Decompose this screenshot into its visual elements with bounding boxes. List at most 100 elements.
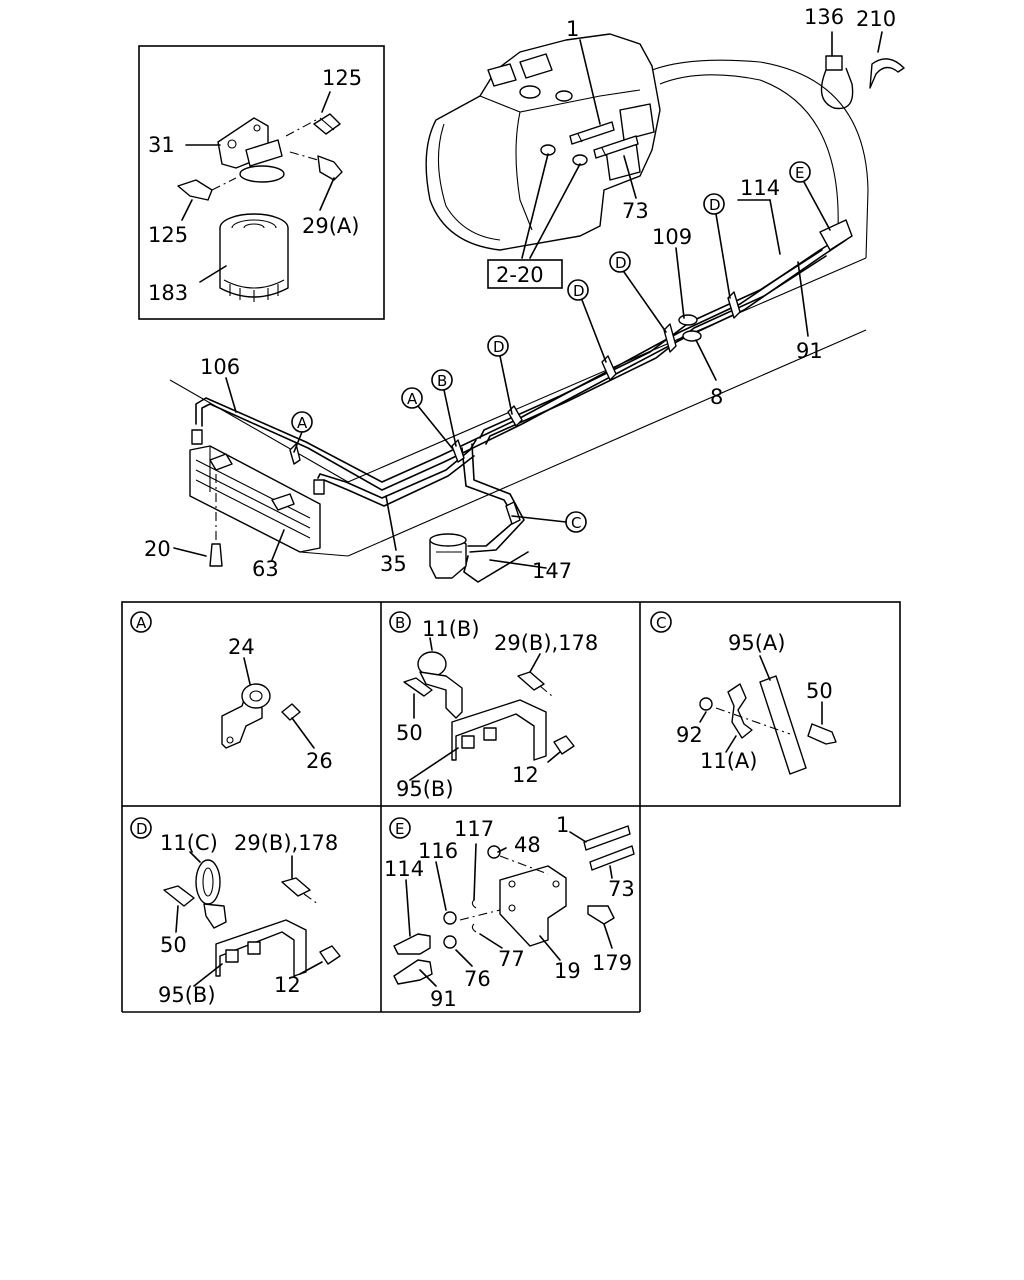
detail-c-95a: 95(A) <box>728 631 785 655</box>
callout-125-top: 125 <box>322 66 362 90</box>
nut-76 <box>443 935 457 949</box>
filter-cartridge-183 <box>219 213 289 302</box>
detail-c-50: 50 <box>806 679 833 703</box>
callout-125-left: 125 <box>148 223 188 247</box>
callout-136: 136 <box>804 5 844 29</box>
detail-a-letter: A <box>136 614 147 632</box>
ref-2-20: 2-20 <box>496 263 544 287</box>
svg-text:E: E <box>795 164 804 182</box>
frame-line-upper <box>169 379 349 483</box>
marker-e: E <box>789 161 831 231</box>
pipe-1 <box>583 825 631 851</box>
detail-e-77: 77 <box>498 947 525 971</box>
nut-116 <box>443 911 457 925</box>
clip-11c <box>195 859 221 905</box>
pipe-91 <box>393 959 433 985</box>
callout-1: 1 <box>566 17 579 41</box>
detail-c-11a: 11(A) <box>700 749 757 773</box>
callout-183: 183 <box>148 281 188 305</box>
detail-e-116: 116 <box>418 839 458 863</box>
detail-e-179: 179 <box>592 951 632 975</box>
bracket-95b-d <box>215 919 307 977</box>
callout-63: 63 <box>252 557 279 581</box>
bracket-19 <box>499 865 567 947</box>
detail-d-50: 50 <box>160 933 187 957</box>
svg-text:D: D <box>615 254 627 272</box>
filter-inset: 125 31 125 29(A) 183 <box>138 45 385 320</box>
detail-d-11c: 11(C) <box>160 831 218 855</box>
fitting-125-left <box>177 179 213 201</box>
bolt-179 <box>587 905 615 925</box>
screw-26 <box>281 703 301 721</box>
detail-e: E 117 1 116 48 114 73 77 19 179 <box>384 813 635 1011</box>
marker-d-2: D <box>567 279 607 363</box>
detail-e-letter: E <box>395 820 404 838</box>
fuel-cooler-63: 20 63 <box>144 429 325 581</box>
detail-c: C 95(A) 50 92 11(A) <box>650 611 837 775</box>
fuel-pipes <box>195 219 853 583</box>
clamp-11a <box>727 683 753 739</box>
callout-114: 114 <box>740 176 780 200</box>
callout-106: 106 <box>200 355 240 379</box>
detail-b-11b: 11(B) <box>422 617 480 641</box>
pad-95a <box>759 675 807 775</box>
detail-e-76: 76 <box>464 967 491 991</box>
nut-92 <box>699 697 713 711</box>
detail-e-117: 117 <box>454 817 494 841</box>
detail-b-50: 50 <box>396 721 423 745</box>
detail-a-26: 26 <box>306 749 333 773</box>
detail-d-29b-178: 29(B),178 <box>234 831 338 855</box>
detail-b-letter: B <box>395 614 405 632</box>
water-separator-147: 147 <box>429 533 572 583</box>
detail-c-letter: C <box>656 614 666 632</box>
detail-e-48: 48 <box>514 833 541 857</box>
ref-2-20-box <box>487 259 563 289</box>
detail-grid <box>121 601 901 1013</box>
detail-e-114: 114 <box>384 857 424 881</box>
svg-text:A: A <box>407 390 418 408</box>
detail-e-19: 19 <box>554 959 581 983</box>
marker-d-3: D <box>609 251 667 333</box>
clamp-210: 210 <box>856 7 905 89</box>
nut-48 <box>487 845 501 859</box>
marker-c: C <box>511 511 587 533</box>
svg-text:B: B <box>437 372 447 390</box>
marker-d-1: D <box>487 335 513 415</box>
callout-109: 109 <box>652 225 692 249</box>
callout-91: 91 <box>796 339 823 363</box>
filter-inset-frame <box>138 45 385 320</box>
marker-d-4: D <box>703 193 731 299</box>
callout-8: 8 <box>710 385 723 409</box>
detail-b: B 11(B) 29(B),178 50 12 95(B) <box>389 611 598 801</box>
callout-73: 73 <box>622 199 649 223</box>
callout-20: 20 <box>144 537 171 561</box>
bolt-29a <box>317 155 343 181</box>
clamp-136: 136 <box>804 5 854 110</box>
detail-d-95b: 95(B) <box>158 983 216 1007</box>
svg-text:C: C <box>571 514 581 532</box>
svg-text:D: D <box>573 282 585 300</box>
svg-text:D: D <box>493 338 505 356</box>
detail-a-24: 24 <box>228 635 255 659</box>
injection-pump: 1 73 2-20 <box>425 17 661 289</box>
callout-210: 210 <box>856 7 896 31</box>
bracket-95b <box>451 699 547 761</box>
detail-a: A 24 26 <box>130 611 333 773</box>
detail-b-29b-178: 29(B),178 <box>494 631 598 655</box>
detail-e-1: 1 <box>556 813 569 837</box>
marker-a-1: A <box>291 411 313 453</box>
svg-text:D: D <box>709 196 721 214</box>
detail-d: D 11(C) 29(B),178 50 95(B) 12 <box>130 817 341 1007</box>
pipe-114 <box>393 933 431 955</box>
detail-e-91: 91 <box>430 987 457 1011</box>
detail-d-12: 12 <box>274 973 301 997</box>
callout-35: 35 <box>380 552 407 576</box>
detail-e-73: 73 <box>608 877 635 901</box>
detail-b-95b: 95(B) <box>396 777 454 801</box>
detail-c-92: 92 <box>676 723 703 747</box>
callout-31: 31 <box>148 133 175 157</box>
callout-147: 147 <box>532 559 572 583</box>
filter-head-seat <box>239 165 285 183</box>
marker-b: B <box>431 369 457 447</box>
